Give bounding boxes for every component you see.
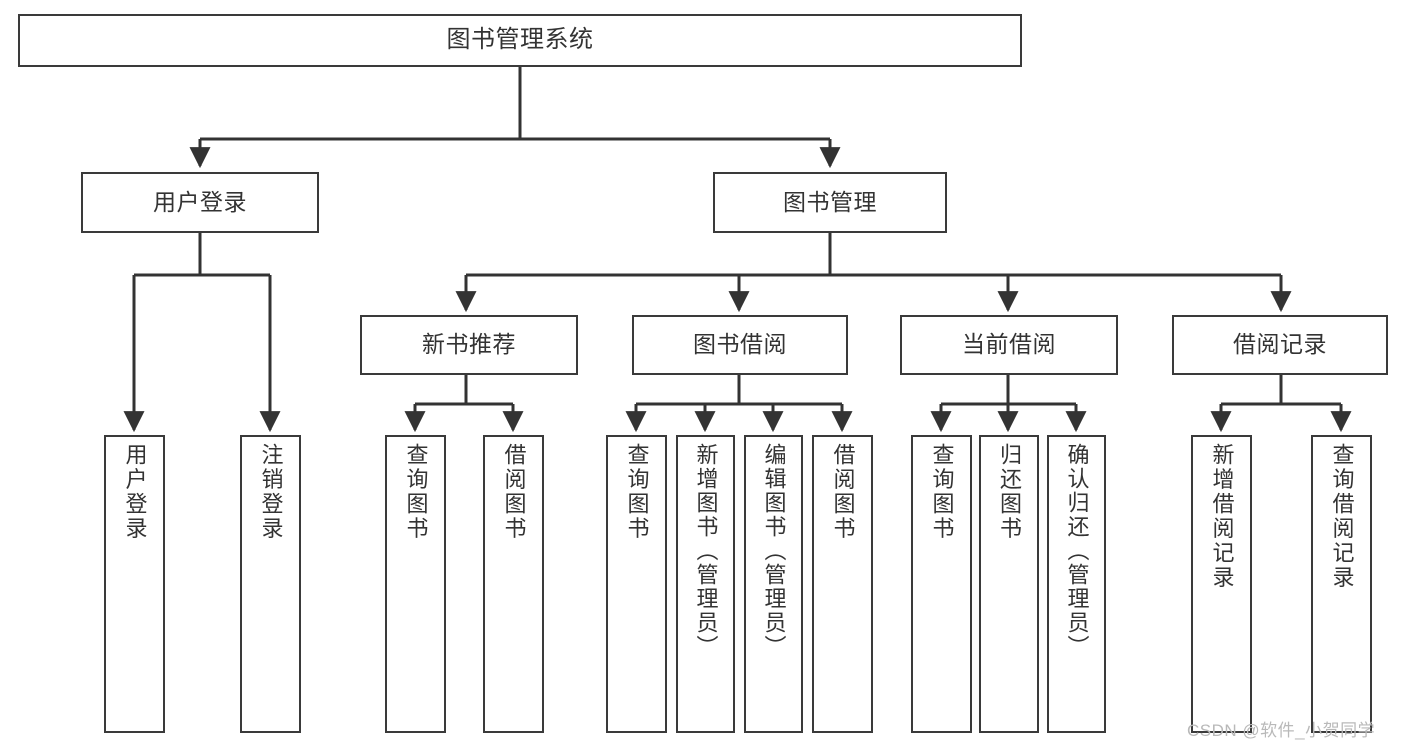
node-leaf-logout-login[interactable]: 注销登录 <box>240 435 301 733</box>
node-label: 查询图书 <box>403 443 429 541</box>
node-label: 查询图书 <box>624 443 650 541</box>
node-label: 新书推荐 <box>422 331 516 358</box>
node-current-borrow[interactable]: 当前借阅 <box>900 315 1118 375</box>
node-label: 图书管理 <box>783 188 877 215</box>
node-leaf-return-book[interactable]: 归还图书 <box>979 435 1039 733</box>
node-label: 确认归还（管理员） <box>1064 443 1090 659</box>
node-leaf-query-book-current[interactable]: 查询图书 <box>911 435 972 733</box>
node-leaf-add-borrow-record[interactable]: 新增借阅记录 <box>1191 435 1252 733</box>
node-label: 当前借阅 <box>962 331 1056 358</box>
node-label: 用户登录 <box>153 188 247 215</box>
node-book-borrow[interactable]: 图书借阅 <box>632 315 848 375</box>
node-leaf-add-book[interactable]: 新增图书（管理员） <box>676 435 735 733</box>
node-label: 查询借阅记录 <box>1329 443 1355 590</box>
node-leaf-query-book-recommend[interactable]: 查询图书 <box>385 435 446 733</box>
node-label: 新增图书（管理员） <box>693 443 719 659</box>
node-label: 查询图书 <box>929 443 955 541</box>
node-label: 图书借阅 <box>693 331 787 358</box>
node-label: 用户登录 <box>122 443 148 541</box>
node-leaf-confirm-return[interactable]: 确认归还（管理员） <box>1047 435 1106 733</box>
node-root-book-management-system[interactable]: 图书管理系统 <box>18 14 1022 67</box>
node-label: 借阅图书 <box>830 443 856 541</box>
node-leaf-query-borrow-record[interactable]: 查询借阅记录 <box>1311 435 1372 733</box>
node-label: 借阅图书 <box>501 443 527 541</box>
node-leaf-borrow-book[interactable]: 借阅图书 <box>812 435 873 733</box>
node-label: 归还图书 <box>997 443 1022 541</box>
node-borrow-record[interactable]: 借阅记录 <box>1172 315 1388 375</box>
node-label: 新增借阅记录 <box>1209 443 1235 590</box>
node-book-management[interactable]: 图书管理 <box>713 172 947 233</box>
node-label: 注销登录 <box>258 443 284 541</box>
node-leaf-edit-book[interactable]: 编辑图书（管理员） <box>744 435 803 733</box>
node-label: 编辑图书（管理员） <box>761 443 787 659</box>
node-leaf-query-book-borrow[interactable]: 查询图书 <box>606 435 667 733</box>
node-new-book-recommend[interactable]: 新书推荐 <box>360 315 578 375</box>
node-leaf-borrow-book-recommend[interactable]: 借阅图书 <box>483 435 544 733</box>
node-user-login[interactable]: 用户登录 <box>81 172 319 233</box>
node-label: 图书管理系统 <box>446 26 594 54</box>
csdn-watermark: CSDN @软件_小贺同学 <box>1187 721 1376 740</box>
node-leaf-user-login[interactable]: 用户登录 <box>104 435 165 733</box>
node-label: 借阅记录 <box>1233 331 1327 358</box>
